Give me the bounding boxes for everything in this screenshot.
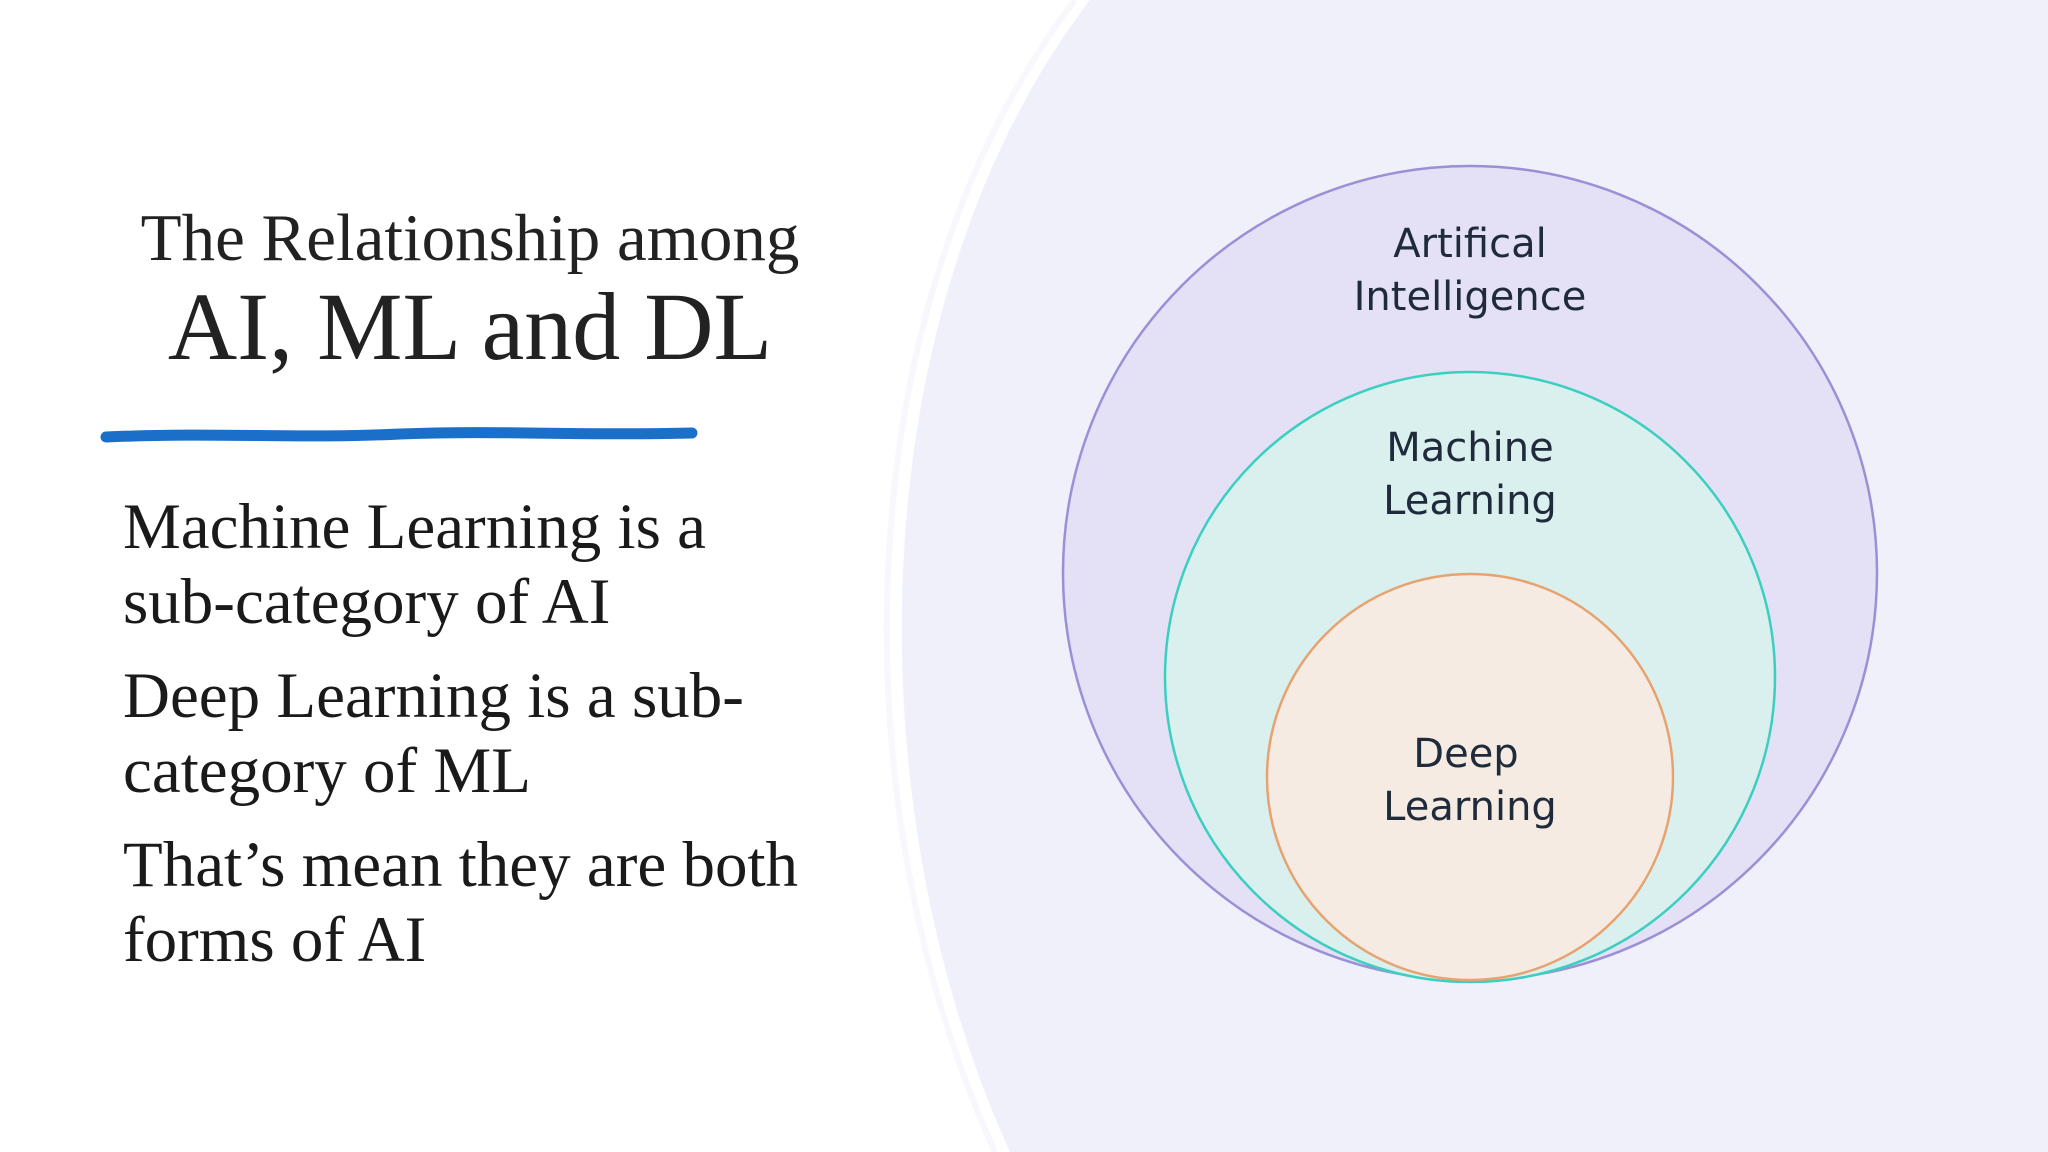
bullet-item: That’s mean they are both forms of AI (123, 829, 799, 976)
panel-edge-curve (883, 0, 1078, 1152)
bullet-list: Machine Learning is a sub-category of AI… (123, 490, 823, 997)
bullet-item: Machine Learning is a sub-category of AI (123, 491, 706, 638)
dl-label-line2: Learning (1383, 784, 1557, 830)
slide-title-line1: The Relationship among (140, 201, 800, 275)
ml-label-line2: Learning (1383, 478, 1557, 524)
title-underline (100, 427, 698, 443)
bullet-item: Deep Learning is a sub-category of ML (123, 660, 744, 807)
dl-circle (1265, 572, 1675, 982)
ai-label-line2: Intelligence (1354, 274, 1587, 320)
slide-title-line2: AI, ML and DL (167, 273, 773, 380)
ai-label-line1: Artifical (1393, 221, 1546, 267)
ml-label-line1: Machine (1386, 425, 1553, 471)
dl-label-line1: Deep (1413, 731, 1518, 777)
